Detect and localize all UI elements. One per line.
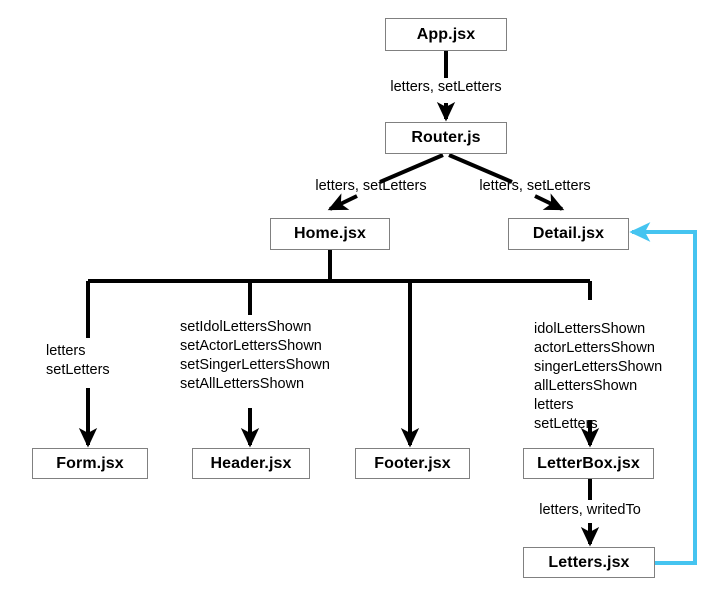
edge-label-detail-to-letterbox-line-6: setLetters (534, 416, 598, 432)
edge-label-home-to-header-line-1: setIdolLettersShown (180, 319, 312, 335)
node-footer-label: Footer.jsx (374, 454, 451, 472)
node-home-label: Home.jsx (294, 225, 366, 242)
edge-label-home-to-header-line-2: setActorLettersShown (180, 338, 322, 354)
node-app[interactable]: App.jsx (385, 18, 507, 51)
node-detail[interactable]: Detail.jsx (508, 218, 629, 250)
edge-label-app-to-router: letters, setLetters (390, 79, 502, 95)
node-router-label: Router.js (411, 129, 481, 146)
node-router[interactable]: Router.js (385, 122, 507, 154)
node-app-label: App.jsx (416, 25, 476, 43)
edge-label-home-to-header: setIdolLettersShown setActorLettersShown… (180, 318, 330, 394)
edge-label-home-to-header-line-3: setSingerLettersShown (180, 357, 330, 373)
edge-label-detail-to-letterbox-line-3: singerLettersShown (534, 359, 663, 375)
node-letterbox[interactable]: LetterBox.jsx (523, 448, 654, 479)
connector-router-to-home (327, 193, 358, 211)
edge-label-detail-to-letterbox: idolLettersShown actorLettersShown singe… (534, 320, 662, 434)
node-letters[interactable]: Letters.jsx (523, 547, 655, 578)
node-footer[interactable]: Footer.jsx (355, 448, 470, 479)
edge-label-detail-to-letterbox-line-2: actorLettersShown (534, 340, 655, 356)
connector-router-to-detail (534, 193, 565, 211)
edge-label-router-to-home: letters, setLetters (315, 178, 427, 194)
edge-label-home-to-form-line-1: letters (46, 343, 86, 359)
edge-label-router-to-detail: letters, setLetters (479, 178, 591, 194)
node-letters-label: Letters.jsx (548, 553, 630, 571)
node-header[interactable]: Header.jsx (192, 448, 310, 479)
edge-label-letterbox-to-letters: letters, writedTo (539, 502, 641, 518)
node-form-label: Form.jsx (56, 454, 124, 472)
edge-label-home-to-form: letters setLetters (46, 342, 110, 380)
edge-label-detail-to-letterbox-line-4: allLettersShown (534, 378, 638, 394)
edge-label-home-to-form-line-2: setLetters (46, 362, 110, 378)
edge-label-detail-to-letterbox-line-1: idolLettersShown (534, 321, 646, 337)
node-header-label: Header.jsx (210, 454, 292, 472)
node-home[interactable]: Home.jsx (270, 218, 390, 250)
node-detail-label: Detail.jsx (532, 225, 605, 242)
edge-label-home-to-header-line-4: setAllLettersShown (180, 376, 305, 392)
edge-label-detail-to-letterbox-line-5: letters (534, 397, 574, 413)
node-letterbox-label: LetterBox.jsx (537, 454, 640, 472)
node-form[interactable]: Form.jsx (32, 448, 148, 479)
